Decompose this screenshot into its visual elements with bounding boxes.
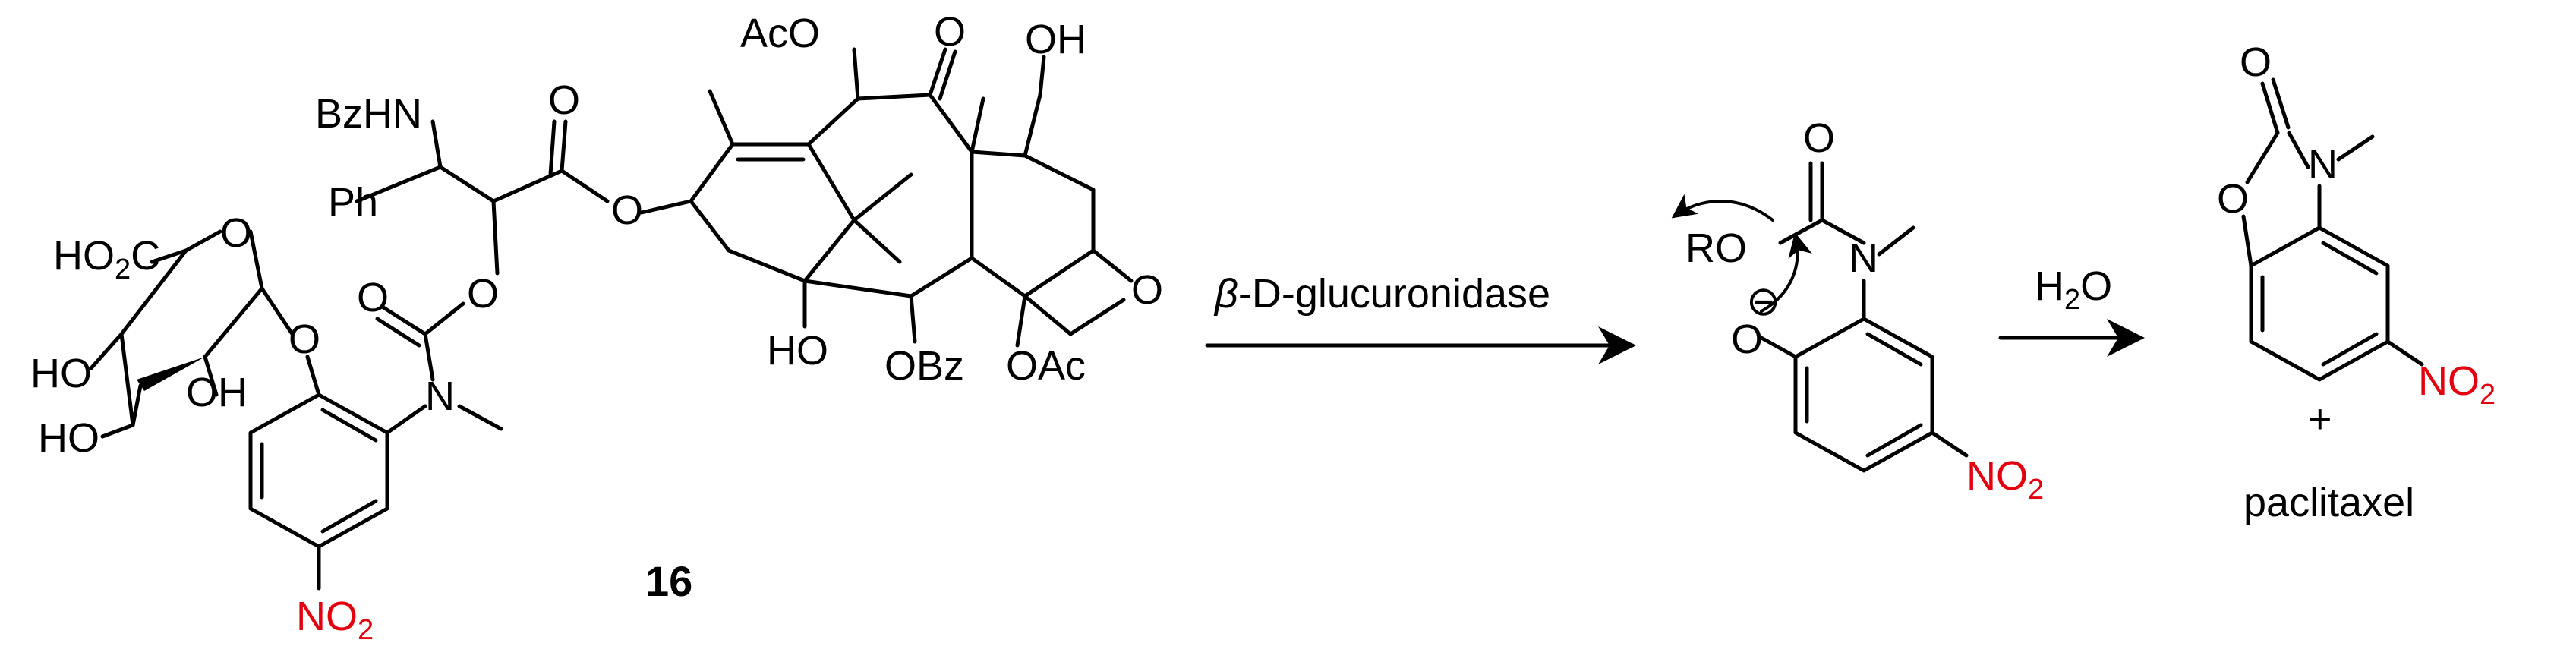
intermediate: RO O N O ⊖ NO2 xyxy=(1671,115,2044,506)
ester-carbonyl-o-label: O xyxy=(548,77,580,123)
phenoxide-o-label: O xyxy=(1731,317,1763,362)
oh-top-label: OH xyxy=(1025,17,1086,62)
sugar-oh2-label: OH xyxy=(186,370,248,415)
taxane-core xyxy=(689,47,1134,348)
intermediate-ro-label: RO xyxy=(1685,225,1747,271)
side-chain xyxy=(355,119,693,276)
compound-16: BzHN Ph AcO OH HO OBz OAc O O O O O O N … xyxy=(30,9,1163,646)
electron-arrow-2 xyxy=(1760,232,1812,313)
ester-o-label: O xyxy=(611,188,643,233)
ketone-o-label: O xyxy=(934,9,966,55)
product-carbonyl-o-label: O xyxy=(2240,39,2272,85)
sugar-ring-o-label: O xyxy=(220,210,252,256)
water-label: H2O xyxy=(2035,263,2112,316)
electron-arrow-1 xyxy=(1671,194,1774,222)
sugar-ho3-label: HO xyxy=(38,415,99,461)
intermediate-nitro-label: NO2 xyxy=(1966,453,2044,506)
paclitaxel-label: paclitaxel xyxy=(2243,480,2414,525)
sugar-ho1-label: HO xyxy=(30,351,92,396)
benzoxazolone-product: O O N NO2 + paclitaxel xyxy=(2217,39,2496,525)
carbamate-n-label: N xyxy=(425,373,455,419)
carbamate-o-label: O xyxy=(467,271,499,317)
negative-charge: ⊖ xyxy=(1746,279,1780,324)
ho-bottom-label: HO xyxy=(767,328,828,373)
product-n-label: N xyxy=(2308,142,2338,188)
oac-label: OAc xyxy=(1006,343,1086,389)
step1-arrow-group: β-D-glucuronidase xyxy=(1205,271,1636,364)
intermediate-n-label: N xyxy=(1849,235,1878,281)
cooh-label: HO2C xyxy=(53,233,160,285)
glycoside-o-label: O xyxy=(288,317,320,362)
oxetane-o-label: O xyxy=(1131,267,1163,313)
aco-label: AcO xyxy=(740,11,820,56)
product-ring-o-label: O xyxy=(2217,176,2249,222)
product-nitro-label: NO2 xyxy=(2418,358,2496,411)
nitrophenyl-ring xyxy=(248,355,427,591)
bzhn-label: BzHN xyxy=(315,91,422,137)
ph-label: Ph xyxy=(328,180,378,225)
carbamate-carbonyl-o-label: O xyxy=(357,275,389,320)
step2-arrow-group: H2O xyxy=(1998,263,2145,357)
compound-number: 16 xyxy=(645,557,692,605)
obz-label: OBz xyxy=(884,343,964,389)
enzyme-label: β-D-glucuronidase xyxy=(1213,271,1550,317)
compound-nitro-label: NO2 xyxy=(296,594,374,646)
glucuronide-ring xyxy=(89,229,295,439)
plus-sign: + xyxy=(2308,396,2332,442)
intermediate-carbonyl-o-label: O xyxy=(1803,115,1835,161)
